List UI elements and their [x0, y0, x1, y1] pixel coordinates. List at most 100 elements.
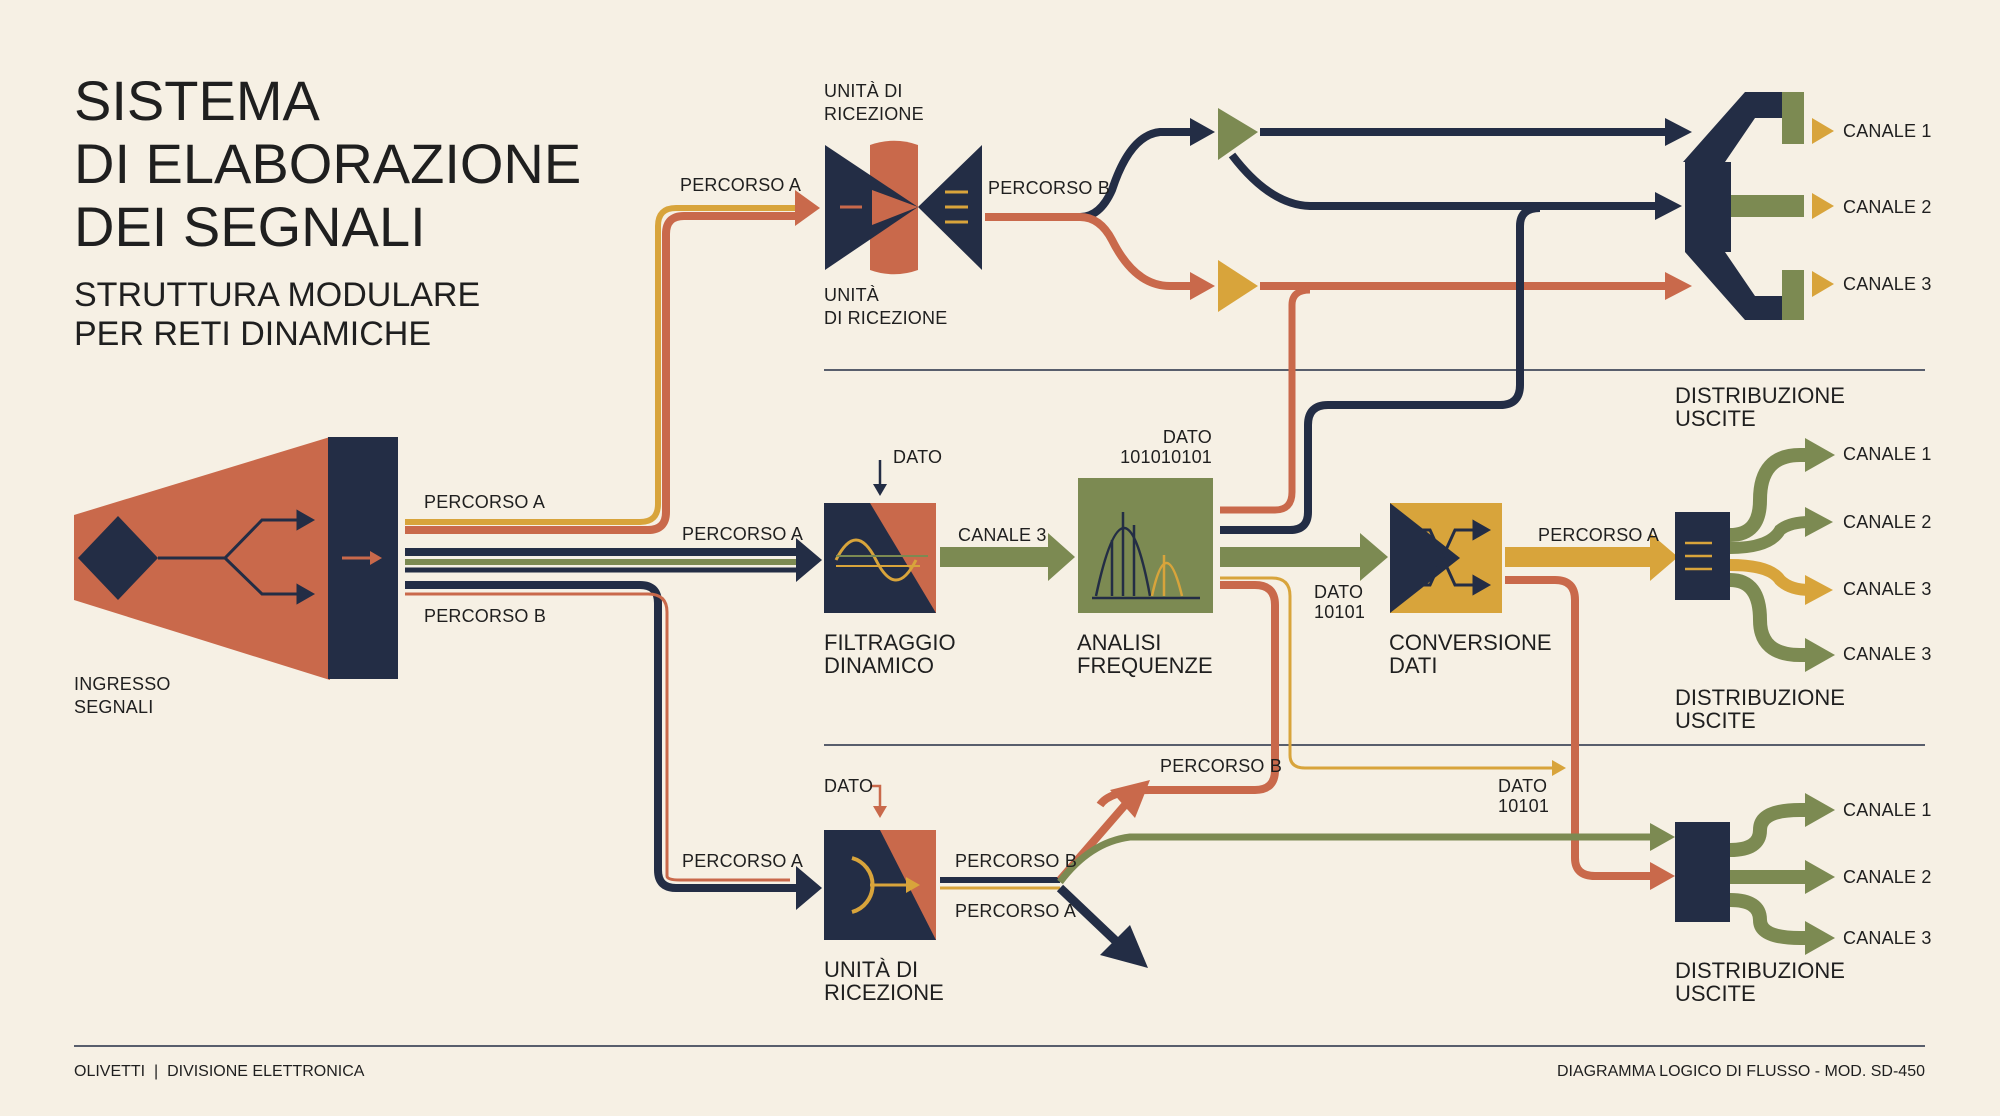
distributor-middle-arrows-icon: [1685, 541, 1712, 571]
flow-to-canale-2: [1228, 152, 1660, 210]
data-tag-right-2: 10101: [1498, 796, 1549, 816]
distributor-top-out-1: [1782, 92, 1804, 144]
arrow-top-ch1: [1812, 118, 1834, 144]
path-label-input-a-top: PERCORSO A: [424, 492, 545, 512]
arrow-input-top: [795, 190, 820, 226]
top-canale-3: CANALE 3: [1843, 274, 1932, 294]
receiver-bottom-data-arrowhead-icon: [873, 806, 887, 818]
receiver-top-label-above-1: UNITÀ DI: [824, 81, 903, 101]
distributor-bottom-body: [1675, 822, 1730, 922]
flow-analysis-down-mustard: [1220, 576, 1555, 770]
middle-distributor-label-2: USCITE: [1675, 708, 1756, 733]
flow-top-terra-branch: [985, 213, 1195, 290]
distributor-middle-branch-4: [1729, 573, 1810, 662]
mid-canale-2: CANALE 2: [1843, 512, 1932, 532]
path-label-conv-out: PERCORSO A: [1538, 525, 1659, 545]
subtitle-line-1: STRUTTURA MODULARE: [74, 276, 480, 314]
receiver-bottom-label-2: RICEZIONE: [824, 980, 944, 1005]
flow-bottom-down-navy: [1056, 884, 1124, 949]
arrow-filter-analysis: [1048, 533, 1075, 581]
analysis-label-2: FREQUENZE: [1077, 653, 1213, 678]
subtitle-line-2: PER RETI DINAMICHE: [74, 315, 431, 353]
arrow-analysis-conversion: [1360, 533, 1388, 581]
path-label-bottom-up: PERCORSO B: [1160, 756, 1282, 776]
crossover-icon: [1410, 519, 1492, 596]
distributor-top-out-2: [1731, 195, 1804, 217]
arrow-input-bottom: [796, 866, 822, 910]
receiver-bottom-module: DATO UNITÀ DI RICEZIONE: [824, 776, 944, 1005]
arrow-bot-ch1: [1805, 793, 1835, 827]
path-label-input-b: PERCORSO B: [424, 606, 546, 626]
arrow-mid-ch4: [1805, 638, 1835, 672]
flow-input-bottom-accent: [405, 592, 790, 882]
mid-canale-1: CANALE 1: [1843, 444, 1932, 464]
data-tag-right-1: DATO: [1498, 776, 1547, 796]
receiver-bottom-data-arrow-icon: [870, 784, 882, 808]
footer-left: OLIVETTI | DIVISIONE ELETTRONICA: [74, 1063, 365, 1080]
arrow-bottom-down-navy: [1100, 925, 1148, 968]
flow-input-bottom: [405, 581, 805, 892]
filter-data-tag: DATO: [893, 447, 942, 467]
input-diamond-icon: [78, 516, 158, 600]
receiver-top-left: [825, 145, 918, 270]
middle-distributor-label-1: DISTRIBUZIONE: [1675, 685, 1845, 710]
analysis-module: DATO 101010101 ANALISI FREQUENZE: [1077, 427, 1213, 678]
distributor-bottom-branch-1: [1729, 803, 1810, 857]
distributor-bottom: CANALE 1 CANALE 2 CANALE 3 DISTRIBUZIONE…: [1675, 793, 1932, 1006]
distributor-top-out-3: [1782, 270, 1804, 320]
distributor-top-body: [1685, 162, 1731, 252]
flow-input-top: [405, 212, 800, 534]
arrow-conversion-bottom: [1650, 862, 1675, 890]
distributor-bottom-branch-3: [1729, 893, 1810, 945]
filter-accent: [870, 503, 936, 613]
flow-top-navy-branch: [985, 128, 1195, 221]
conversion-module: CONVERSIONE DATI: [1389, 503, 1552, 678]
top-canale-1: CANALE 1: [1843, 121, 1932, 141]
receiver-icon: [851, 856, 920, 914]
page-subtitle: STRUTTURA MODULARE PER RETI DINAMICHE: [74, 276, 480, 353]
input-label-2: SEGNALI: [74, 697, 153, 717]
flow-analysis-up-terra: [1220, 286, 1311, 514]
top-distributor-label-2: USCITE: [1675, 406, 1756, 431]
arrow-mid-ch3: [1805, 575, 1833, 605]
distributor-middle: CANALE 1 CANALE 2 CANALE 3 CANALE 3 DIST…: [1675, 438, 1932, 733]
analysis-data-tag-1: DATO: [1163, 427, 1212, 447]
page-title: SISTEMA DI ELABORAZIONE DEI SEGNALI: [74, 69, 581, 258]
receiver-icon: [840, 190, 968, 224]
waveform-icon: [834, 538, 928, 582]
receiver-bottom-label-1: UNITÀ DI: [824, 957, 918, 982]
splitter-icon: [158, 509, 316, 605]
conversion-label-2: DATI: [1389, 653, 1437, 678]
path-label-bottom-a: PERCORSO A: [955, 901, 1076, 921]
distributor-middle-branch-1: [1729, 448, 1810, 542]
data-tag-mid-1: DATO: [1314, 582, 1363, 602]
arrow-top-ch3: [1812, 271, 1834, 297]
mid-canale-3: CANALE 3: [1843, 579, 1932, 599]
flow-conversion-bottom: [1505, 576, 1655, 880]
path-label-input-a-mid: PERCORSO A: [682, 524, 803, 544]
distributor-top: CANALE 1 CANALE 2 CANALE 3 DISTRIBUZIONE…: [1675, 92, 1932, 431]
relay-triangle-mid: [1218, 260, 1258, 312]
title-line-3: DEI SEGNALI: [74, 195, 426, 258]
top-distributor-label-1: DISTRIBUZIONE: [1675, 383, 1845, 408]
filter-label-2: DINAMICO: [824, 653, 934, 678]
mid-canale-3b: CANALE 3: [1843, 644, 1932, 664]
arrow-to-canale-2: [1655, 192, 1682, 220]
arrow-bottom-olive: [1650, 823, 1675, 851]
distributor-top-upper-arm: [1683, 92, 1785, 162]
bot-canale-3: CANALE 3: [1843, 928, 1932, 948]
arrow-bot-ch3: [1805, 921, 1835, 955]
filter-data-arrowhead-icon: [873, 484, 887, 496]
flow-input-top-inner: [405, 205, 815, 525]
path-label-bottom-in: PERCORSO A: [682, 851, 803, 871]
path-label-top-b: PERCORSO B: [988, 178, 1110, 198]
receiver-top-label-below-2: DI RICEZIONE: [824, 308, 947, 328]
input-block: INGRESSO SEGNALI: [74, 437, 398, 717]
arrow-bot-ch2: [1805, 860, 1835, 894]
footer-right: DIAGRAMMA LOGICO DI FLUSSO - MOD. SD-450: [1557, 1063, 1925, 1080]
title-line-1: SISTEMA: [74, 69, 320, 132]
bottom-distributor-label-2: USCITE: [1675, 981, 1756, 1006]
bot-canale-1: CANALE 1: [1843, 800, 1932, 820]
